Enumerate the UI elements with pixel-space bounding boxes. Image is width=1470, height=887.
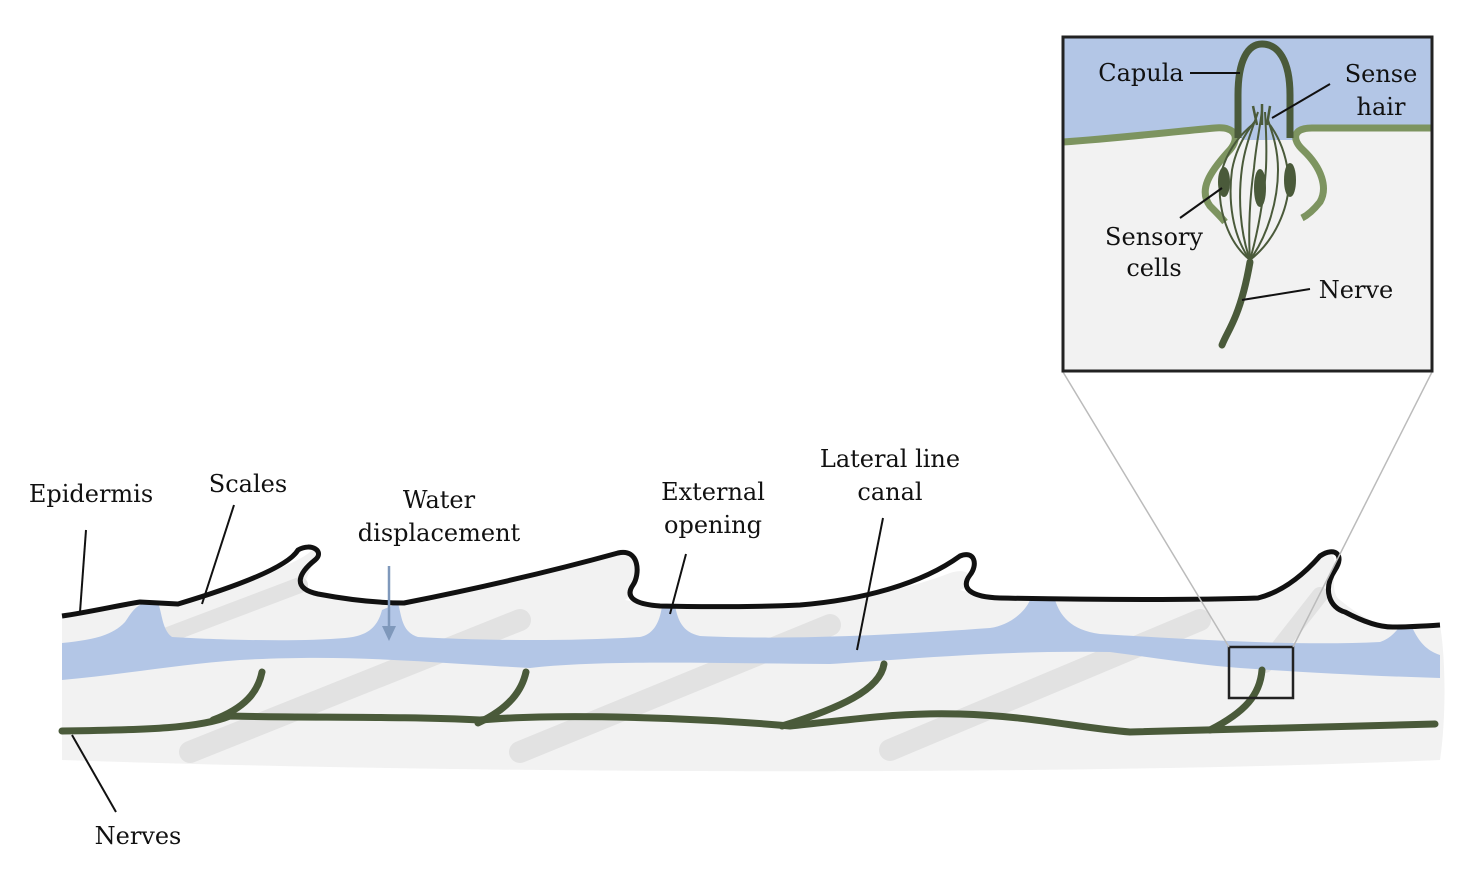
sensory-cell — [1254, 169, 1266, 207]
sensory-cell — [1284, 163, 1296, 197]
label-nerves: Nerves — [95, 822, 182, 850]
label-scales: Scales — [209, 470, 287, 498]
label-external-opening-line1: External — [661, 478, 765, 506]
label-sense-hair-line2: hair — [1357, 93, 1406, 121]
label-epidermis: Epidermis — [29, 480, 153, 508]
label-water-displacement-line1: Water — [403, 486, 476, 514]
inset-water — [1063, 37, 1432, 140]
leader-lateral-line-canal — [856, 517, 884, 651]
sense-hair — [1251, 104, 1272, 126]
label-external-opening-line2: opening — [664, 511, 762, 539]
leader-scales — [201, 504, 235, 605]
tissue-outline — [1292, 124, 1432, 222]
water-displacement-arrow — [382, 566, 396, 641]
label-water-displacement-line2: displacement — [358, 519, 521, 547]
leader-epidermis — [79, 529, 87, 613]
zoom-region-box — [1227, 645, 1295, 700]
main-leader-lines — [71, 504, 884, 813]
inset-border — [1061, 35, 1434, 373]
leader-sensory-cells — [1179, 187, 1223, 219]
label-sensory-cells-line2: cells — [1126, 254, 1181, 282]
sense-hair-strand — [1265, 105, 1272, 126]
sensory-cell — [1218, 167, 1230, 197]
bundle-fiber — [1248, 109, 1263, 261]
nerves-network — [58, 660, 1439, 736]
sense-hair-strand — [1251, 105, 1259, 126]
leader-nerve — [1241, 288, 1311, 301]
lateral-line-canal — [62, 600, 1440, 680]
skin-cross-section — [58, 544, 1445, 772]
bundle-fiber — [1229, 119, 1257, 261]
sensory-cell-bundle — [1218, 109, 1296, 261]
inset-leader-lines — [1179, 72, 1331, 301]
leader-nerves — [71, 734, 117, 813]
labels: Epidermis Scales Water displacement Exte… — [29, 59, 1417, 850]
label-lateral-line-canal-line1: Lateral line — [820, 445, 960, 473]
label-lateral-line-canal-line2: canal — [857, 478, 922, 506]
capula — [1234, 40, 1294, 138]
arrow-head — [382, 626, 396, 641]
leader-external-opening — [669, 553, 687, 615]
nerve-branch — [1206, 666, 1266, 734]
label-nerve: Nerve — [1319, 276, 1393, 304]
zoom-connector-lines — [1062, 371, 1433, 648]
leader-sense-hair — [1271, 83, 1331, 119]
nerve-branch — [474, 668, 530, 727]
nerve-branch — [778, 660, 888, 730]
zoom-line-left — [1062, 371, 1230, 648]
zoom-line-right — [1292, 371, 1433, 648]
bundle-fiber — [1239, 111, 1259, 261]
epidermis-outline — [61, 544, 1441, 630]
nerve-branch — [209, 668, 266, 724]
neuromast-inset — [1061, 35, 1434, 373]
bundle-fiber — [1249, 119, 1280, 261]
label-capula: Capula — [1098, 59, 1183, 87]
inset-nerve — [1218, 258, 1254, 349]
label-sensory-cells-line1: Sensory — [1105, 223, 1203, 251]
label-sense-hair-line1: Sense — [1345, 60, 1418, 88]
scale-shadow — [160, 577, 308, 643]
bundle-fiber — [1249, 111, 1268, 261]
